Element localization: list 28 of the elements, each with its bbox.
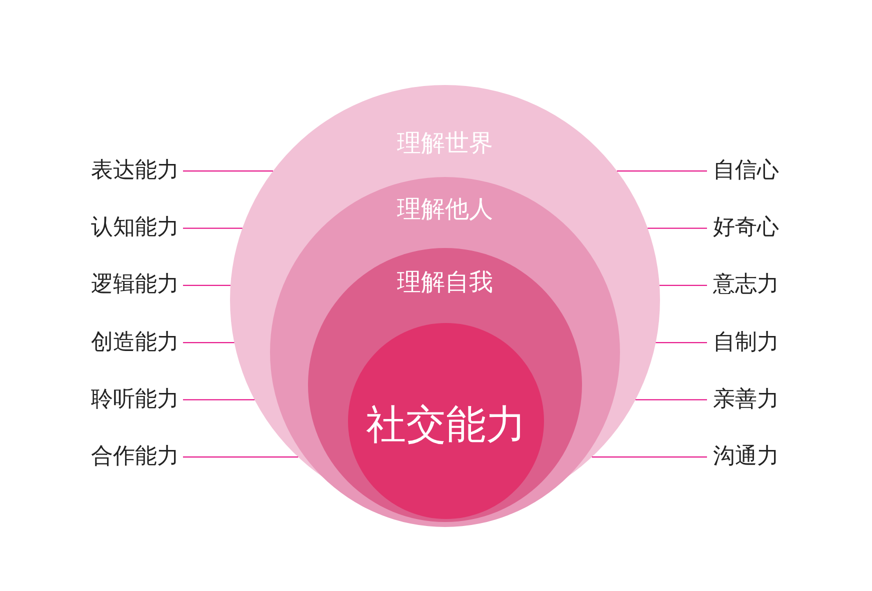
trait-label: 合作能力	[91, 444, 179, 470]
leader-line	[655, 342, 708, 344]
leader-line	[616, 170, 708, 172]
trait-label: 沟通力	[713, 444, 779, 470]
trait-label: 创造能力	[91, 330, 179, 356]
trait-label: 自信心	[713, 158, 779, 184]
leader-line	[634, 399, 708, 400]
circle-label: 理解他人	[397, 194, 493, 225]
trait-label: 表达能力	[91, 158, 179, 184]
leader-line	[182, 342, 235, 344]
circle-label: 社交能力	[366, 401, 526, 450]
leader-line	[182, 228, 243, 229]
leader-line	[591, 456, 708, 458]
leader-line	[647, 228, 708, 229]
circle-label: 理解世界	[397, 128, 493, 159]
trait-label: 意志力	[713, 272, 779, 298]
trait-label: 好奇心	[713, 215, 779, 242]
leader-line	[182, 284, 231, 286]
trait-label: 逻辑能力	[91, 272, 179, 298]
leader-line	[182, 170, 274, 172]
leader-line	[182, 399, 256, 400]
leader-line	[659, 284, 708, 286]
trait-label: 聆听能力	[91, 386, 179, 413]
leader-line	[182, 456, 299, 458]
trait-label: 亲善力	[713, 386, 779, 413]
trait-label: 自制力	[713, 330, 779, 356]
trait-label: 认知能力	[91, 215, 179, 242]
circle-label: 理解自我	[397, 267, 493, 298]
